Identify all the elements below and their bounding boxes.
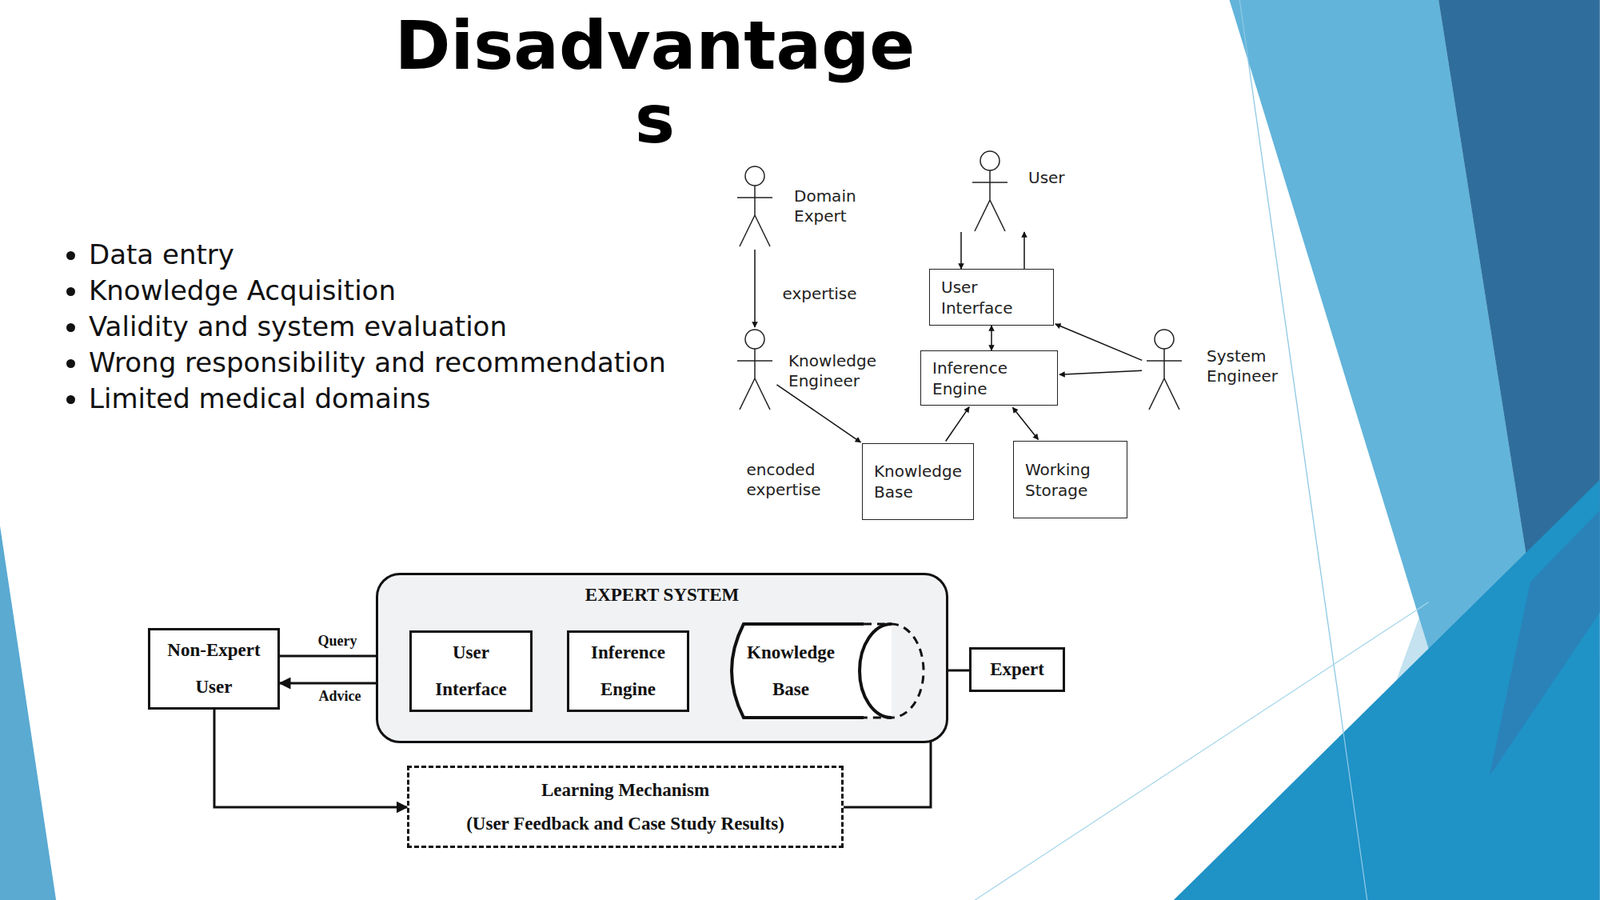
node-text: Knowledge Engineer — [788, 351, 877, 392]
figure-leg — [754, 378, 771, 410]
connector-arrow — [754, 249, 756, 328]
component-box: Expert — [969, 646, 1066, 692]
figure-body — [989, 170, 991, 200]
slide-title: Disadvantages — [379, 8, 931, 156]
connector-arrow — [1055, 323, 1142, 360]
figure-head — [745, 166, 765, 186]
cylinder-body — [731, 623, 864, 718]
component-box: Working Storage — [1013, 440, 1128, 519]
cylinder-dashed-end — [863, 623, 924, 718]
figure-leg — [739, 215, 755, 247]
figure-leg — [1149, 378, 1165, 410]
actor-figure: System Engineer — [1144, 328, 1185, 411]
cylinder-end — [859, 623, 892, 718]
node-text: Domain Expert — [794, 186, 857, 227]
cylinder-text-area: Knowledge Base — [738, 623, 843, 718]
edge-label: Query — [315, 631, 360, 650]
edge-label: expertise — [779, 283, 859, 304]
edge-label: Advice — [316, 686, 364, 705]
connector-arrow — [1012, 406, 1038, 439]
learning-box: Learning Mechanism (User Feedback and Cas… — [406, 765, 844, 848]
node-text: EXPERT SYSTEM — [378, 582, 946, 607]
connector-arrow — [945, 406, 970, 442]
node-text: Working Storage — [1025, 458, 1091, 501]
stick-figure — [734, 165, 775, 248]
bg-panel — [0, 525, 56, 900]
connector-arrow — [1023, 231, 1026, 269]
node-text: System Engineer — [1206, 346, 1278, 387]
component-box: Knowledge Base — [861, 442, 974, 520]
figure-leg — [989, 199, 1006, 232]
figure-arms — [972, 181, 1008, 184]
bullet-item: Validity and system evaluation — [88, 308, 667, 345]
figure-arms — [737, 196, 773, 199]
node-text: Expert — [975, 650, 1059, 688]
connector-arrow — [776, 384, 861, 443]
figure-arms — [737, 359, 773, 362]
edge-label: encoded expertise — [743, 459, 823, 500]
stick-figure — [969, 150, 1010, 232]
component-box: User Interface — [929, 268, 1054, 326]
figure-head — [980, 151, 1000, 171]
figure-leg — [754, 215, 771, 247]
node-text: Learning Mechanism — [541, 778, 710, 802]
node-text: Inference Engine — [573, 634, 683, 708]
bullet-item: Wrong responsibility and recommendation — [88, 344, 667, 381]
component-box: Inference Engine — [920, 350, 1058, 406]
figure-body — [754, 185, 756, 216]
figure-leg — [1164, 378, 1180, 410]
figure-leg — [739, 378, 755, 410]
actor-figure: Knowledge Engineer — [734, 328, 775, 411]
figure-head — [1154, 329, 1174, 349]
stick-figure — [1144, 328, 1185, 411]
component-box: Non-Expert User — [147, 627, 280, 710]
node-text: User Interface — [415, 634, 527, 708]
cylinder-fill — [731, 623, 892, 718]
node-text: Inference Engine — [932, 357, 1008, 400]
bullet-list: Data entryKnowledge AcquisitionValidity … — [0, 236, 667, 417]
node-text: (User Feedback and Case Study Results) — [466, 811, 785, 836]
system-container: User Interface Inference Engine Knowledge … — [375, 572, 949, 743]
node-text: Knowledge Base — [873, 460, 962, 503]
bg-panel — [1173, 479, 1600, 900]
bg-line — [1239, 0, 1368, 900]
connector-arrow — [990, 325, 993, 351]
connector-arrow — [1059, 370, 1142, 375]
actor-figure: User — [969, 150, 1010, 232]
node-text: User Interface — [941, 276, 1014, 319]
figure-head — [745, 329, 765, 349]
figure-arms — [1146, 359, 1182, 362]
connector-arrow — [960, 231, 962, 269]
component-box: Inference Engine — [566, 630, 690, 712]
stick-figure — [734, 328, 775, 411]
bg-panel — [1438, 0, 1600, 582]
bullet-item: Knowledge Acquisition — [88, 272, 667, 309]
bullet-item: Data entry — [88, 236, 667, 273]
figure-leg — [974, 199, 990, 232]
component-box: User Interface — [409, 630, 533, 712]
cylinder-outline — [727, 623, 898, 718]
figure-body — [1163, 348, 1166, 379]
node-text: User — [1028, 167, 1066, 188]
actor-figure: Domain Expert — [734, 165, 775, 248]
node-text: Knowledge Base — [738, 634, 843, 708]
figure-body — [754, 348, 756, 379]
node-text: Non-Expert User — [154, 631, 274, 706]
bullet-item: Limited medical domains — [88, 380, 667, 417]
bg-panel — [1489, 510, 1600, 776]
knowledge-cylinder: Knowledge Base — [727, 623, 898, 718]
